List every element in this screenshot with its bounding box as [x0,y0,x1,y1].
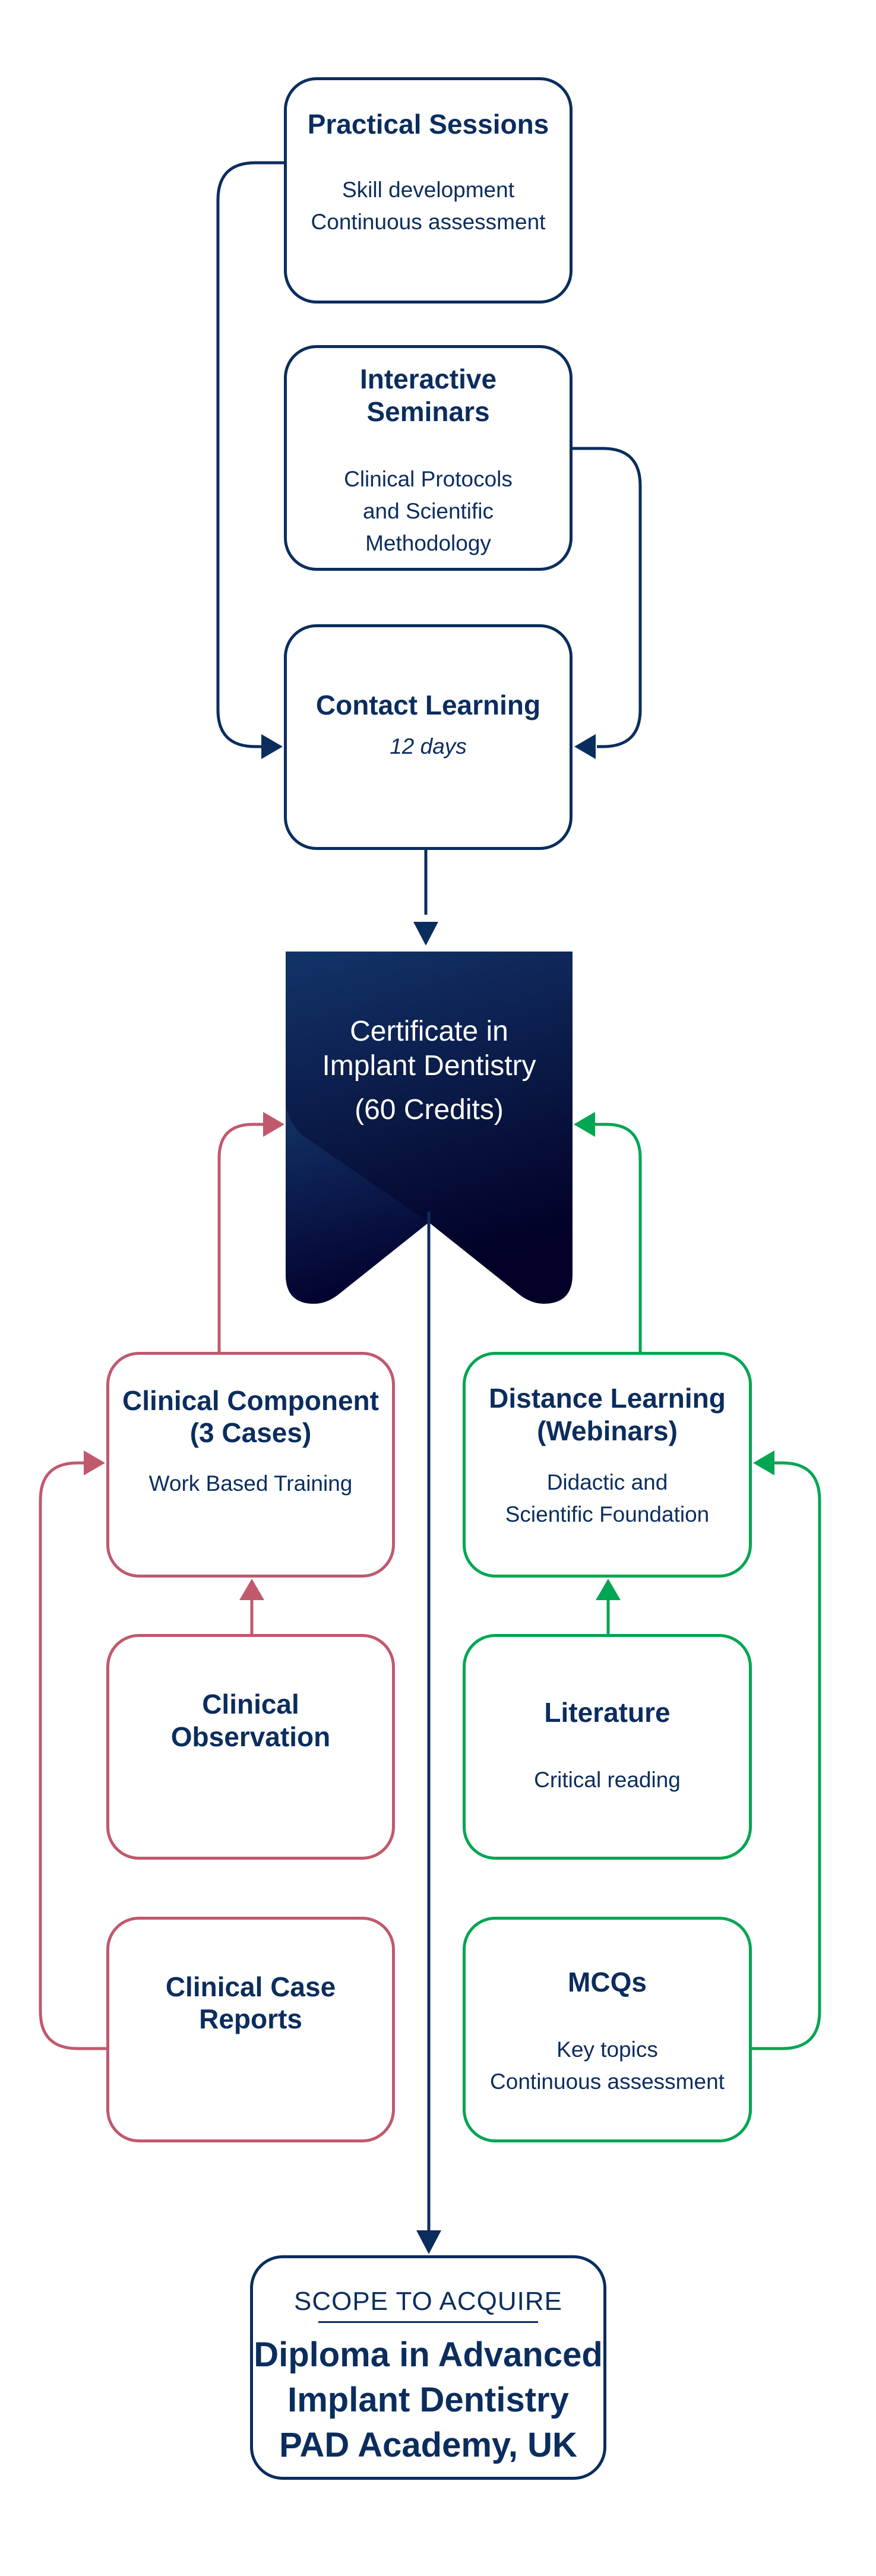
arrowhead-icon [574,1112,595,1137]
clinical-case-reports-title: Clinical Case [165,1971,336,2002]
mcqs-line: Key topics [556,2037,658,2062]
practical-line: Continuous assessment [311,210,546,234]
contact-learning-duration: 12 days [390,734,467,758]
divider [318,2321,538,2323]
clinical-case-reports-box: Clinical Case Reports [106,1917,395,2142]
mcqs-title: MCQs [568,1967,647,1997]
certificate-credits: (60 Credits) [355,1094,504,1126]
diploma-institution: PAD Academy, UK [279,2426,577,2464]
arrowhead-icon [261,734,283,759]
clinical-case-reports-title: Reports [199,2003,302,2034]
clinical-component-title: Clinical Component [122,1385,379,1416]
practical-to-contact-connector [216,161,284,748]
distance-learning-title: (Webinars) [537,1415,678,1446]
clinical-component-title: (3 Cases) [189,1417,312,1448]
component-to-certificate-connector [217,1123,264,1352]
arrowhead-icon [413,922,438,946]
clinical-component-line: Work Based Training [148,1471,353,1496]
clinical-observation-title: Clinical [202,1689,299,1720]
seminars-line: Clinical Protocols [344,467,513,491]
clinical-component-box: Clinical Component (3 Cases) Work Based … [106,1352,395,1578]
seminars-line: and Scientific [362,499,494,523]
arrowhead-icon [263,1112,284,1137]
literature-line: Critical reading [534,1768,681,1792]
literature-box: Literature Critical reading [463,1634,752,1860]
mcqs-line: Continuous assessment [490,2069,725,2094]
clinical-observation-box: Clinical Observation [106,1634,395,1860]
diploma-box: SCOPE TO ACQUIRE Diploma in Advanced Imp… [250,2255,606,2480]
contact-learning-title: Contact Learning [315,690,541,720]
arrowhead-icon [416,2230,441,2254]
distance-to-certificate-connector [594,1123,642,1352]
arrowhead-icon [596,1579,621,1600]
seminars-title: Seminars [366,396,490,427]
certificate-ribbon-shape [286,952,573,1304]
arrowhead-icon [239,1579,264,1600]
arrowhead-icon [753,1450,774,1475]
distance-learning-line: Didactic and [546,1470,668,1494]
mcqs-box: MCQs Key topics Continuous assessment [463,1917,752,2142]
certificate-title: Implant Dentistry [322,1050,536,1082]
practical-sessions-title: Practical Sessions [307,109,549,140]
seminars-to-contact-connector [573,447,642,748]
distance-learning-line: Scientific Foundation [505,1502,710,1526]
seminars-title: Interactive [359,364,497,394]
practical-line: Skill development [342,178,514,202]
seminars-line: Methodology [365,531,491,555]
mcqs-to-distance-connector [752,1461,821,2050]
contact-learning-box: Contact Learning 12 days [284,624,573,850]
arrowhead-icon [574,734,596,759]
certificate-title: Certificate in [350,1016,508,1047]
diploma-title: Implant Dentistry [287,2381,569,2419]
arrowhead-icon [84,1450,105,1475]
scope-label: SCOPE TO ACQUIRE [293,2287,563,2316]
practical-sessions-box: Practical Sessions Skill development Con… [284,77,573,304]
interactive-seminars-box: Interactive Seminars Clinical Protocols … [284,345,573,571]
literature-title: Literature [544,1697,671,1728]
distance-learning-title: Distance Learning [489,1383,726,1414]
distance-learning-box: Distance Learning (Webinars) Didactic an… [463,1352,752,1578]
diploma-title: Diploma in Advanced [254,2335,603,2374]
clinical-observation-title: Observation [170,1721,331,1752]
case-reports-to-component-connector [39,1461,106,2050]
